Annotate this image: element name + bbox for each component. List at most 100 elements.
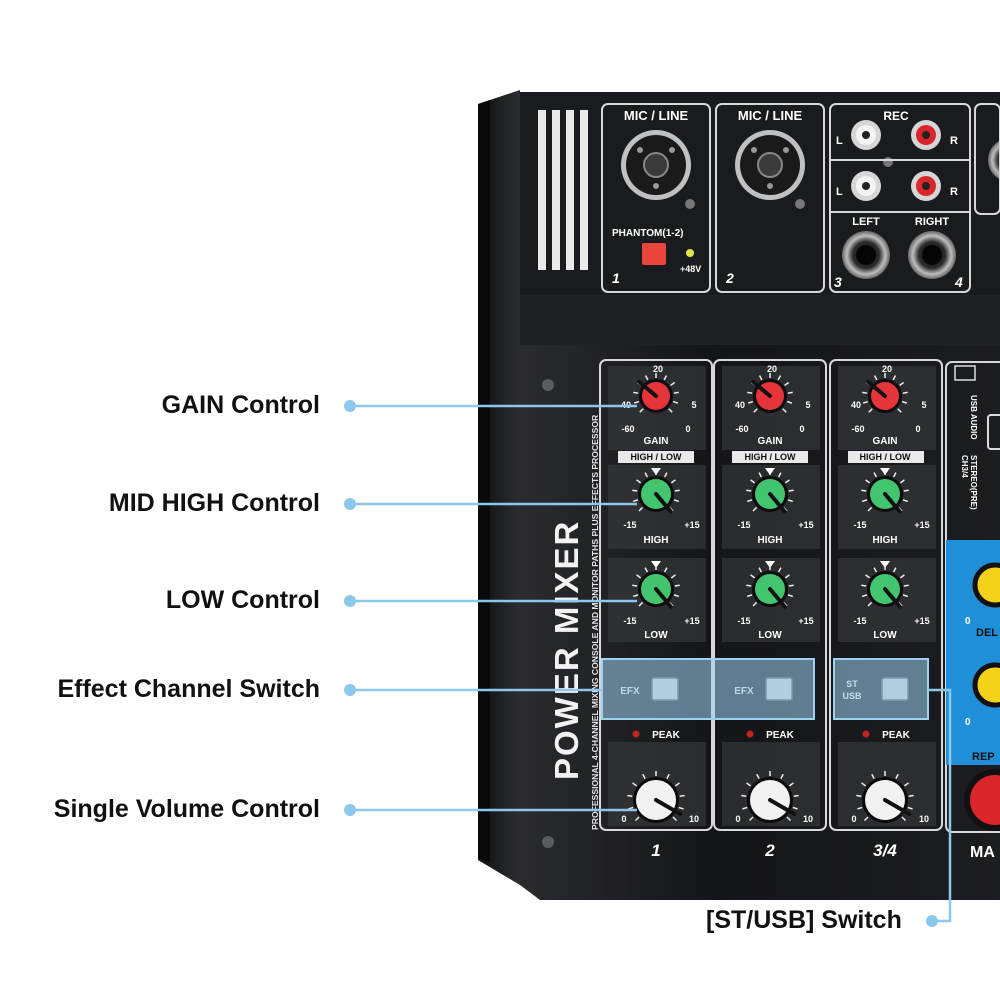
peak-led-icon — [746, 730, 754, 738]
input-number-1: 1 — [612, 270, 620, 286]
ma-label: MA — [970, 844, 995, 861]
gain-tick: 0 — [799, 424, 804, 434]
side-subtitle: PROFESSIONAL 4-CHANNEL MIXING CONSOLE AN… — [590, 414, 600, 830]
callout-effect-switch: Effect Channel Switch — [57, 675, 320, 703]
vol-tick: 0 — [851, 814, 856, 824]
channel-number: 1 — [651, 841, 660, 860]
gain-tick: -60 — [851, 424, 864, 434]
gain-tick: 20 — [767, 364, 777, 374]
screw-icon — [542, 836, 554, 848]
callout-dot-icon — [344, 804, 356, 816]
jack-input-4[interactable] — [908, 231, 956, 279]
rca-rec-left[interactable] — [851, 120, 881, 150]
eq-tick: +15 — [914, 520, 929, 530]
screw-icon — [542, 379, 554, 391]
peak-led-icon — [862, 730, 870, 738]
center-marker-icon — [880, 561, 890, 568]
high-eq-knob[interactable] — [632, 470, 680, 514]
center-marker-icon — [651, 561, 661, 568]
high-low-header: HIGH / LOW — [631, 452, 682, 462]
low-eq-knob[interactable] — [632, 565, 680, 609]
gain-tick: -60 — [735, 424, 748, 434]
gain-label: GAIN — [758, 436, 783, 447]
volume-knob[interactable] — [856, 771, 914, 823]
volume-knob[interactable] — [741, 771, 799, 823]
input-section: MIC / LINE MIC / LINE PHANTOM(1-2) +48V … — [601, 103, 1000, 293]
usb-audio-label: USB AUDIO — [969, 395, 978, 440]
gain-tick: 0 — [685, 424, 690, 434]
callout-dot-icon — [344, 595, 356, 607]
gain-knob[interactable] — [747, 373, 793, 413]
gain-tick: 5 — [691, 400, 696, 410]
gain-knob[interactable] — [862, 373, 908, 413]
volume-knob[interactable] — [627, 771, 685, 823]
input-number-3: 3 — [834, 274, 842, 290]
gain-knob[interactable] — [633, 373, 679, 413]
channel-number: 3/4 — [873, 841, 897, 860]
low-label: LOW — [758, 630, 782, 641]
gain-tick: 5 — [805, 400, 810, 410]
svg-text:0: 0 — [965, 616, 971, 627]
high-eq-knob[interactable] — [746, 470, 794, 514]
eq-tick: +15 — [798, 520, 813, 530]
gain-tick: 20 — [653, 364, 663, 374]
peak-label: PEAK — [652, 730, 681, 741]
peak-led-icon — [632, 730, 640, 738]
high-label: HIGH — [758, 535, 783, 546]
rca-in-left[interactable] — [851, 171, 881, 201]
xlr-jack-2[interactable] — [735, 130, 805, 200]
gain-tick: 40 — [735, 400, 745, 410]
rca-in-right[interactable] — [911, 171, 941, 201]
eq-tick: -15 — [623, 520, 636, 530]
screw-icon — [795, 199, 805, 209]
high-eq-knob[interactable] — [861, 470, 909, 514]
rca-l-label-2: L — [836, 186, 843, 198]
svg-text:0: 0 — [965, 717, 971, 728]
rca-rec-right[interactable] — [911, 120, 941, 150]
gain-label: GAIN — [873, 436, 898, 447]
rec-label: REC — [883, 109, 909, 123]
master-knob[interactable] — [964, 769, 1000, 831]
screw-icon — [685, 199, 695, 209]
eq-tick: -15 — [623, 616, 636, 626]
low-eq-knob[interactable] — [861, 565, 909, 609]
eq-tick: -15 — [853, 520, 866, 530]
high-label: HIGH — [644, 535, 669, 546]
output-jack-partial[interactable] — [988, 138, 1000, 182]
phantom-power-button[interactable] — [642, 243, 666, 265]
highlight-efx — [601, 658, 815, 720]
left-label: LEFT — [852, 216, 880, 228]
master-panel: USB AUDIO CH3/4 STEREO(PRE) 0 DEL 0 REP … — [945, 361, 1000, 861]
low-label: LOW — [873, 630, 897, 641]
phantom-led-icon — [686, 249, 694, 257]
highlight-st-usb — [833, 658, 929, 720]
high-label: HIGH — [873, 535, 898, 546]
input-number-2: 2 — [725, 270, 734, 286]
stripe-decoration — [538, 110, 588, 270]
usb-port-icon — [987, 414, 1000, 450]
gain-tick: 20 — [882, 364, 892, 374]
ch34-label: CH3/4 — [960, 455, 969, 478]
screw-icon — [883, 157, 893, 167]
side-title-group: POWER MIXER — [548, 520, 585, 780]
low-eq-knob[interactable] — [746, 565, 794, 609]
eq-tick: -15 — [737, 616, 750, 626]
vol-tick: 10 — [803, 814, 813, 824]
delay-knob[interactable] — [972, 562, 1000, 608]
usb-computer-icon — [954, 365, 976, 381]
peak-label: PEAK — [766, 730, 795, 741]
callout-dot-icon — [926, 915, 938, 927]
plus48v-label: +48V — [680, 264, 701, 274]
high-low-header: HIGH / LOW — [745, 452, 796, 462]
callout-mid-high: MID HIGH Control — [108, 489, 320, 517]
xlr-jack-1[interactable] — [621, 130, 691, 200]
jack-input-3[interactable] — [842, 231, 890, 279]
rep-label: REP — [972, 751, 995, 763]
mic-line-label-1: MIC / LINE — [624, 108, 689, 123]
center-marker-icon — [765, 561, 775, 568]
gain-label: GAIN — [644, 436, 669, 447]
repeat-knob[interactable] — [972, 662, 1000, 708]
eq-tick: +15 — [798, 616, 813, 626]
del-label: DEL — [976, 627, 998, 639]
